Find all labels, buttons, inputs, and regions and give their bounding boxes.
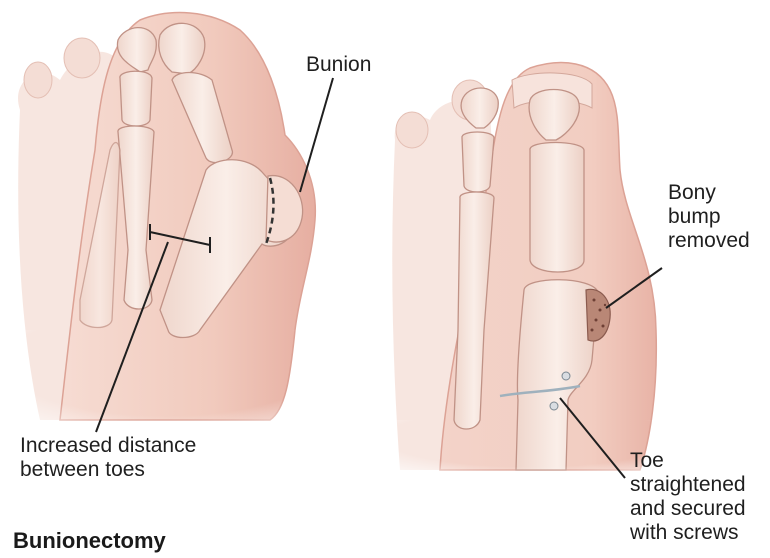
bony-bump-label-line1: Bony: [668, 181, 750, 205]
increased-distance-label-line2: between toes: [20, 458, 196, 482]
toe-label-line4: with screws: [630, 521, 746, 545]
toe-label-line1: Toe: [630, 449, 746, 473]
increased-distance-label: Increased distance between toes: [20, 434, 196, 482]
bunion-label: Bunion: [306, 53, 371, 77]
toe-label-line2: straightened: [630, 473, 746, 497]
bony-bump-label-line3: removed: [668, 229, 750, 253]
right-foot-illustration: [380, 63, 680, 480]
toe-label-line3: and secured: [630, 497, 746, 521]
bony-bump-label-line2: bump: [668, 205, 750, 229]
left-foot-illustration: [0, 13, 330, 440]
bunion-label-text: Bunion: [306, 53, 371, 77]
toe-straightened-label: Toe straightened and secured with screws: [630, 449, 746, 545]
bony-bump-removed-label: Bony bump removed: [668, 181, 750, 253]
figure-title: Bunionectomy: [13, 528, 166, 554]
increased-distance-label-line1: Increased distance: [20, 434, 196, 458]
